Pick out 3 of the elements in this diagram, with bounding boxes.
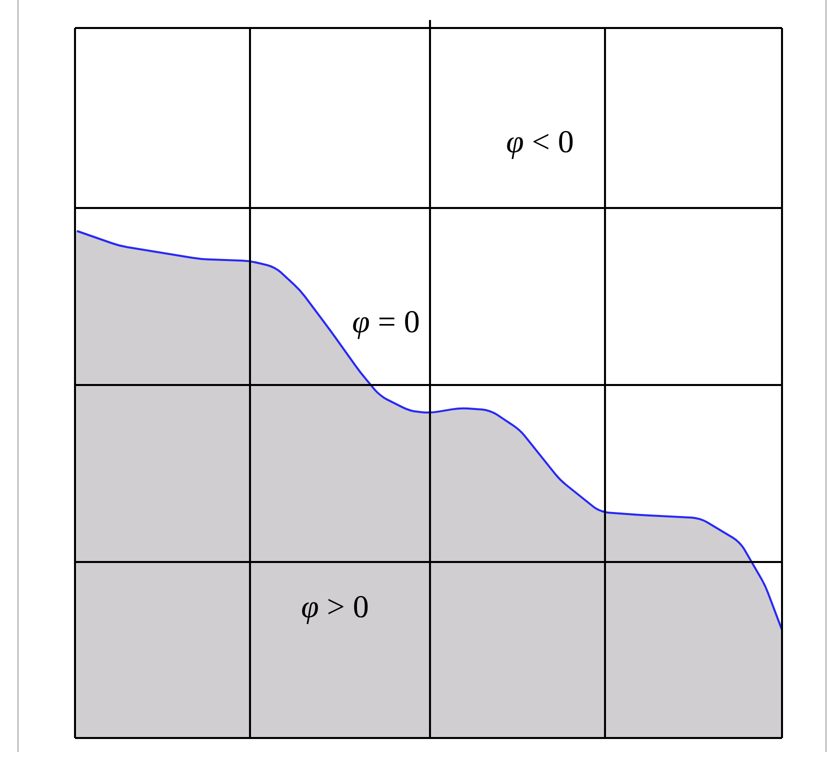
region-label: φ > 0 bbox=[302, 596, 368, 624]
region-label: φ < 0 bbox=[507, 130, 573, 160]
region-label: φ = 0 bbox=[353, 310, 419, 340]
